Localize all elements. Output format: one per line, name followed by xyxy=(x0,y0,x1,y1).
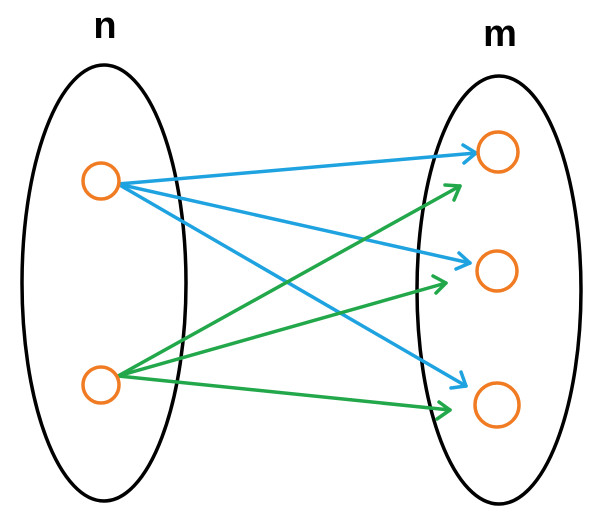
nodes xyxy=(81,130,521,429)
edges-from-n1 xyxy=(116,143,478,390)
arrowhead-n2-m2 xyxy=(431,274,448,295)
arrowhead-n2-m3 xyxy=(435,400,452,421)
node-m3 xyxy=(473,381,521,429)
set-label-m: m xyxy=(483,13,517,55)
edge-n1-m2 xyxy=(116,182,472,265)
edge-n2-m3 xyxy=(116,374,452,412)
arrowhead-n1-m1 xyxy=(461,143,478,165)
node-m1 xyxy=(476,130,520,174)
edge-n2-m1 xyxy=(116,184,462,378)
edges-from-n2 xyxy=(116,183,462,421)
set-ellipse-n xyxy=(20,63,188,503)
node-n2 xyxy=(81,365,121,405)
edge-n2-m2 xyxy=(116,281,448,378)
set-label-n: n xyxy=(93,5,116,47)
node-n1 xyxy=(81,161,121,201)
arrowhead-n1-m3 xyxy=(449,370,468,390)
edge-n1-m1 xyxy=(116,151,478,186)
node-m2 xyxy=(475,249,519,293)
arrowhead-n2-m1 xyxy=(443,183,462,202)
edge-n1-m3 xyxy=(116,182,468,388)
arrowhead-n1-m2 xyxy=(454,251,472,271)
